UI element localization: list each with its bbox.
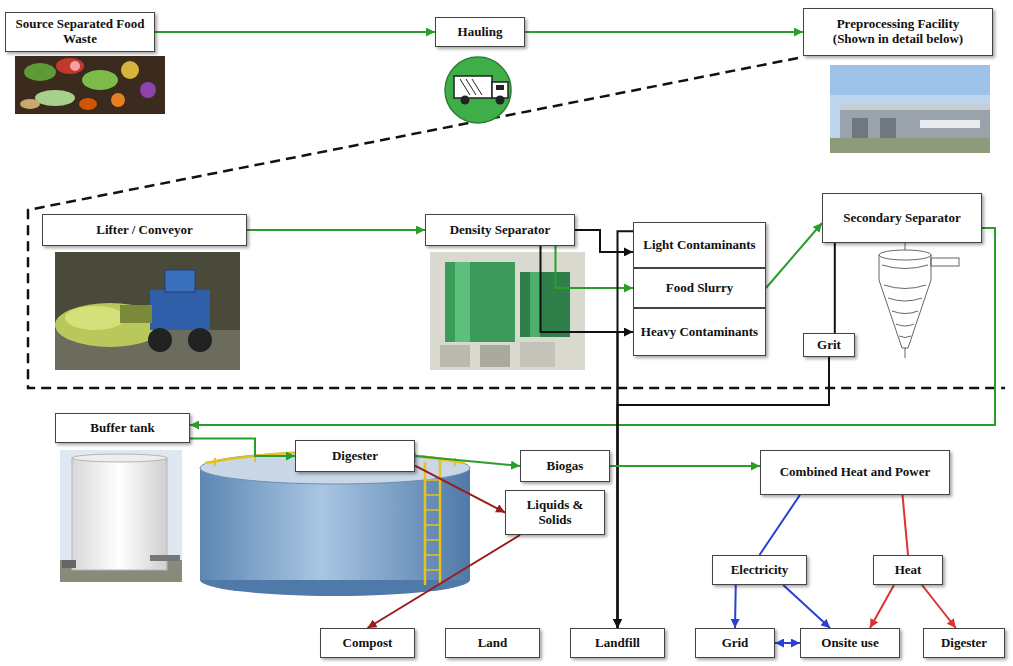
box-label: Light Contaminants	[643, 238, 755, 253]
flow-arrow	[415, 466, 505, 513]
process-box: Density Separator	[425, 214, 575, 246]
output-box: Grit	[803, 333, 855, 357]
flow-arrow	[368, 535, 521, 628]
box-label: Onsite use	[821, 636, 878, 651]
output-box: Liquids & Solids	[505, 490, 605, 535]
flow-arrow	[903, 495, 909, 555]
box-label: Electricity	[731, 563, 789, 578]
destination-box: Compost	[320, 628, 415, 658]
output-box: Heat	[873, 555, 943, 585]
input-box: Source Separated Food Waste	[5, 12, 155, 52]
flow-arrow	[734, 585, 737, 628]
facility-box: Preprocessing Facility(Shown in detail b…	[803, 8, 993, 56]
process-box: Lifter / Conveyor	[42, 214, 247, 246]
box-label: Food Slurry	[666, 281, 734, 296]
flow-arrow	[525, 31, 803, 33]
box-label: Landfill	[595, 636, 640, 651]
facility-photo	[830, 65, 990, 153]
destination-box: Onsite use	[800, 628, 900, 658]
detail-frame	[28, 58, 1005, 388]
box-label: Liquids & Solids	[511, 498, 599, 528]
flow-arrow	[870, 585, 894, 628]
box-label: Hauling	[458, 25, 503, 40]
flow-arrow	[190, 228, 995, 425]
box-label: Biogas	[547, 459, 584, 474]
flow-arrow	[556, 246, 634, 288]
flow-arrow	[541, 246, 634, 332]
destination-box: Grid	[695, 628, 775, 658]
flow-arrow	[155, 31, 435, 33]
output-box: Heavy Contaminants	[633, 308, 766, 356]
box-label: Density Separator	[450, 223, 551, 238]
buffer-tank-photo	[60, 450, 182, 582]
flow-arrow	[766, 223, 822, 288]
destination-box: Land	[445, 628, 540, 658]
destination-box: Digester	[923, 628, 1005, 658]
truck-icon	[445, 57, 511, 123]
box-label: Digester	[332, 449, 378, 464]
box-note: (Shown in detail below)	[833, 32, 963, 47]
box-label: Buffer tank	[90, 421, 154, 436]
flow-arrow	[922, 585, 956, 628]
box-label: Grid	[722, 636, 749, 651]
flow-arrow	[415, 456, 520, 466]
output-box: Biogas	[520, 450, 610, 482]
output-box: Electricity	[712, 555, 807, 585]
output-box: Food Slurry	[633, 268, 766, 308]
flow-arrow	[775, 642, 800, 644]
flow-arrow	[783, 585, 830, 628]
box-label: Lifter / Conveyor	[96, 223, 193, 238]
flow-arrow	[190, 439, 295, 457]
process-box: Digester	[295, 440, 415, 472]
box-label: Compost	[343, 636, 393, 651]
box-label: Combined Heat and Power	[780, 465, 931, 480]
box-label: Heavy Contaminants	[641, 325, 758, 340]
process-box: Hauling	[435, 17, 525, 47]
flow-arrow	[618, 332, 634, 628]
hydrocyclone-drawing	[879, 240, 959, 358]
box-label: Land	[478, 636, 508, 651]
flow-arrow	[575, 230, 633, 252]
process-box: Secondary Separator	[822, 193, 982, 243]
box-label: Digester	[941, 636, 987, 651]
process-box: Combined Heat and Power	[760, 450, 950, 495]
box-label: Grit	[817, 338, 841, 353]
box-label: Source Separated Food Waste	[11, 17, 149, 47]
box-label: Preprocessing Facility	[837, 17, 960, 32]
destination-box: Landfill	[570, 628, 665, 658]
flow-arrow	[618, 231, 634, 628]
density-separator-photo	[430, 252, 585, 370]
box-label: Heat	[895, 563, 922, 578]
box-label: Secondary Separator	[843, 211, 960, 226]
lifter-photo	[55, 252, 240, 370]
food-waste-photo	[15, 56, 165, 114]
flow-arrow	[247, 229, 425, 231]
flow-arrow	[760, 495, 800, 555]
flow-arrow	[834, 243, 836, 333]
flow-arrow	[610, 465, 760, 467]
output-box: Light Contaminants	[633, 222, 766, 268]
process-box: Buffer tank	[55, 413, 190, 443]
